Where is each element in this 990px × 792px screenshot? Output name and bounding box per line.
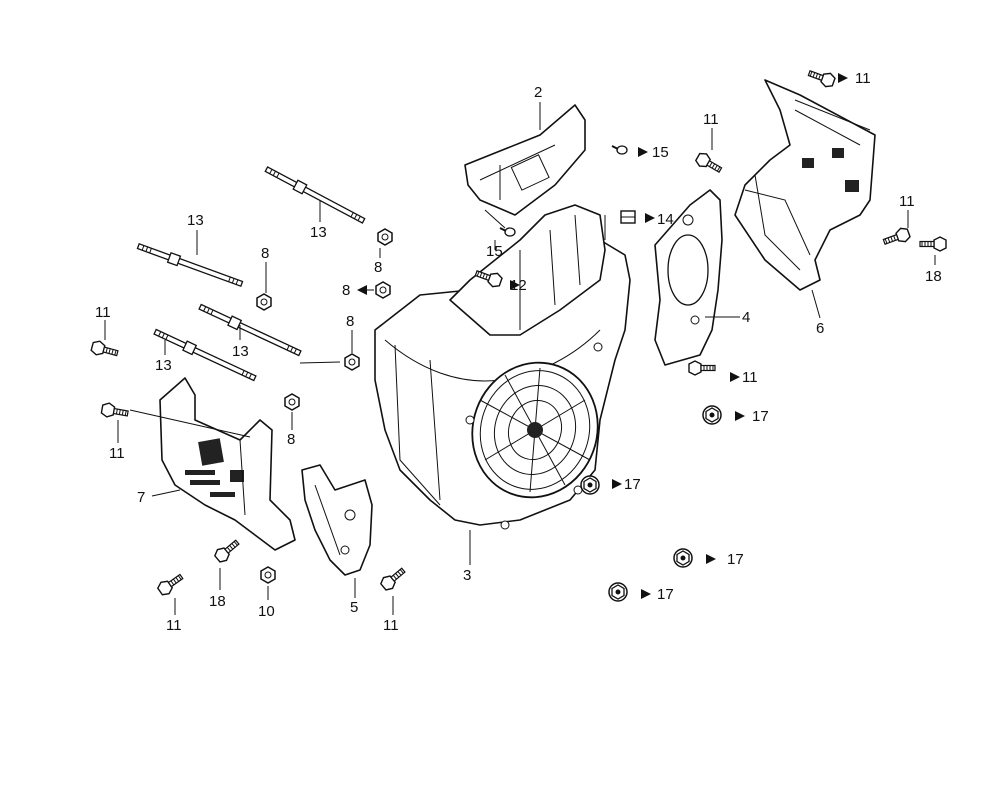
- bolt-11-upper-mid: [693, 150, 725, 177]
- callout-8-c: 8: [342, 282, 350, 299]
- callout-12: 12: [510, 277, 527, 294]
- stud-bolt-2: [135, 240, 245, 290]
- callout-18-a: 18: [925, 268, 942, 285]
- callout-15-b: 15: [486, 243, 503, 260]
- nut-3: [375, 281, 391, 299]
- nut-4: [344, 353, 360, 371]
- nut-5: [284, 393, 300, 411]
- bolt-11-bottom-mid: [378, 564, 409, 593]
- callout-2: 2: [534, 84, 542, 101]
- callout-15-a: 15: [652, 144, 669, 161]
- callout-11-g: 11: [166, 617, 182, 634]
- flange-nut-3: [673, 548, 693, 568]
- callout-10: 10: [258, 603, 275, 620]
- callout-11-f: 11: [109, 445, 125, 462]
- top-cover: [464, 104, 586, 216]
- callout-8-a: 8: [261, 245, 269, 262]
- side-cover-right: [734, 79, 876, 291]
- callout-8-d: 8: [346, 313, 354, 330]
- callout-11-b: 11: [703, 111, 719, 128]
- nut-10: [260, 566, 276, 584]
- callout-11-h: 11: [383, 617, 399, 634]
- callout-8-e: 8: [287, 431, 295, 448]
- bolt-11-left: [89, 338, 120, 361]
- callout-17-b: 17: [624, 476, 641, 493]
- callout-11-a: 11: [855, 70, 871, 87]
- callout-13-c: 13: [232, 343, 249, 360]
- screw-15-top: [611, 145, 628, 155]
- nut-1: [377, 228, 393, 246]
- callout-18-b: 18: [209, 593, 226, 610]
- callout-5: 5: [350, 599, 358, 616]
- flange-nut-2: [580, 475, 600, 495]
- callout-labels: 2 3 4 5 6 7 8 8 8 8 8 10 11 11 11 11 11 …: [95, 70, 942, 634]
- bolt-18-right: [919, 236, 947, 252]
- stud-bolt-1: [263, 164, 367, 226]
- callout-4: 4: [742, 309, 750, 326]
- callout-13-b: 13: [187, 212, 204, 229]
- bracket-left: [159, 377, 296, 551]
- callout-17-a: 17: [752, 408, 769, 425]
- flange-nut-4: [608, 582, 628, 602]
- fan-grill: [471, 361, 599, 499]
- callout-13-a: 13: [310, 224, 327, 241]
- callout-17-d: 17: [657, 586, 674, 603]
- callout-11-e: 11: [95, 304, 111, 321]
- bolt-18-bottom: [212, 536, 243, 565]
- nut-2: [256, 293, 272, 311]
- clip-14: [620, 210, 636, 224]
- screw-15-mid: [499, 227, 516, 237]
- bolt-11-right: [881, 225, 912, 250]
- side-plate-right: [654, 189, 723, 366]
- flange-nut-1: [702, 405, 722, 425]
- bolt-11-bracket: [100, 401, 130, 422]
- callout-14: 14: [657, 211, 674, 228]
- bolt-11-bottom-left: [155, 570, 187, 598]
- callout-8-b: 8: [374, 259, 382, 276]
- callout-11-c: 11: [899, 193, 915, 210]
- callout-7: 7: [137, 489, 145, 506]
- stud-bolt-3: [197, 301, 303, 359]
- bolt-11-top-right: [806, 65, 837, 90]
- fan-shroud: [374, 204, 631, 530]
- bolt-11-mid-right: [688, 360, 716, 376]
- callout-3: 3: [463, 567, 471, 584]
- callout-6: 6: [816, 320, 824, 337]
- leader-lines: [104, 73, 936, 615]
- bracket-center: [301, 464, 373, 576]
- callout-17-c: 17: [727, 551, 744, 568]
- callout-13-d: 13: [155, 357, 172, 374]
- callout-11-d: 11: [742, 369, 758, 386]
